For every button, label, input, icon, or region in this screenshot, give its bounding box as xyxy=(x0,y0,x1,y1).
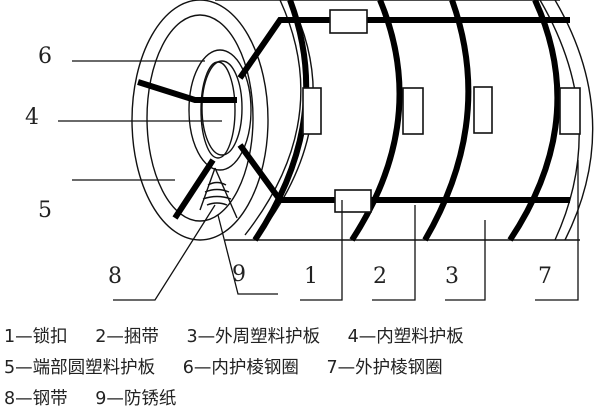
legend-item-inner-plastic-guard: 4—内塑料护板 xyxy=(347,327,464,347)
callout-7: 7 xyxy=(538,264,552,289)
legend-item-strap: 2—捆带 xyxy=(95,327,159,347)
end-face-outer xyxy=(131,0,269,241)
parts-legend: 1—锁扣 2—捆带 3—外周塑料护板 4—内塑料护板 5—端部圆塑料护板 6—内… xyxy=(4,322,600,415)
callout-4: 4 xyxy=(25,105,39,130)
legend-item-end-round-plastic-guard: 5—端部圆塑料护板 xyxy=(4,358,156,378)
inner-ring-inner xyxy=(201,60,243,156)
legend-row-1: 1—锁扣 2—捆带 3—外周塑料护板 4—内塑料护板 xyxy=(4,322,600,353)
legend-row-2: 5—端部圆塑料护板 6—内护棱钢圈 7—外护棱钢圈 xyxy=(4,353,600,384)
callout-3: 3 xyxy=(445,264,459,289)
legend-item-inner-edge-steel-ring: 6—内护棱钢圈 xyxy=(182,358,299,378)
callout-6: 6 xyxy=(38,44,52,69)
legend-item-lock-buckle: 1—锁扣 xyxy=(4,327,68,347)
callout-1: 1 xyxy=(304,264,318,289)
legend-item-outer-plastic-guard: 3—外周塑料护板 xyxy=(186,327,321,347)
end-face-middle xyxy=(146,14,254,222)
callout-2: 2 xyxy=(373,264,387,289)
coil-packaging-diagram: 6 4 5 8 9 1 2 3 7 xyxy=(25,0,594,301)
coil-drawing xyxy=(58,0,594,301)
callout-9: 9 xyxy=(232,262,246,287)
callout-5: 5 xyxy=(38,198,52,223)
legend-item-outer-edge-steel-ring: 7—外护棱钢圈 xyxy=(326,358,443,378)
callout-8: 8 xyxy=(108,264,122,289)
inner-ring-outer xyxy=(188,49,252,171)
